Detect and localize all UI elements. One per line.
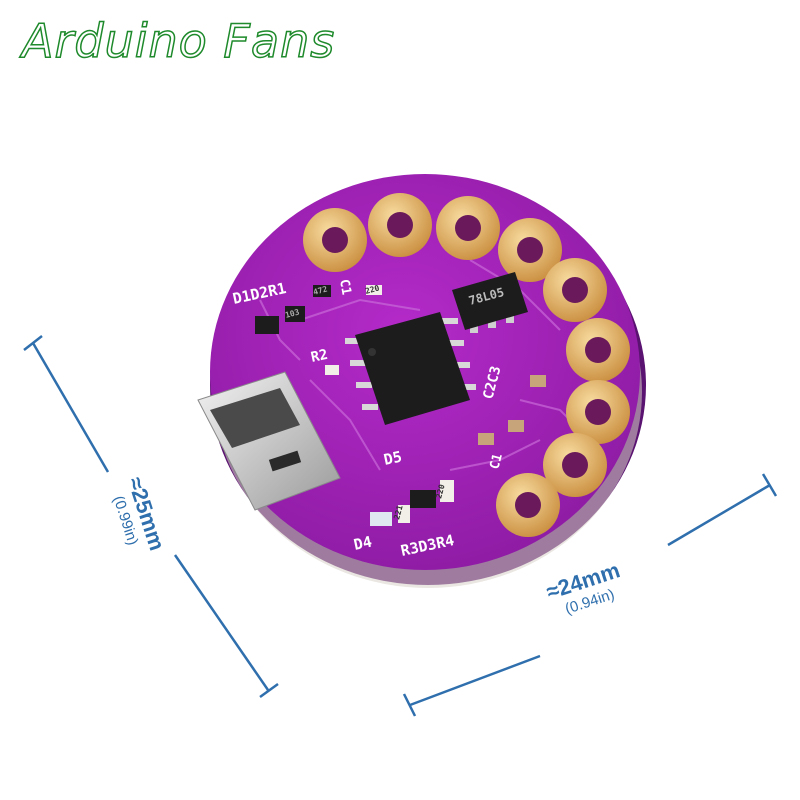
watermark-logo: Arduino Fans	[21, 13, 336, 69]
label-220a: 220	[364, 283, 380, 295]
width-dimension-line	[402, 473, 778, 717]
microcontroller-chip	[345, 312, 476, 425]
label-c1-right: C1	[487, 452, 506, 471]
label-220b: 220	[434, 483, 446, 499]
label-d4: D4	[352, 533, 373, 554]
label-d5: D5	[382, 448, 403, 469]
label-r2: R2	[310, 347, 330, 366]
gold-pads	[303, 193, 630, 537]
label-103: 103	[284, 307, 300, 319]
smd-components	[255, 285, 546, 526]
height-dimension-line	[23, 335, 279, 699]
label-c1: C1	[336, 278, 354, 296]
voltage-regulator	[452, 272, 528, 333]
label-221: 221	[392, 504, 404, 520]
micro-usb-connector	[197, 371, 341, 511]
label-472: 472	[312, 284, 328, 296]
